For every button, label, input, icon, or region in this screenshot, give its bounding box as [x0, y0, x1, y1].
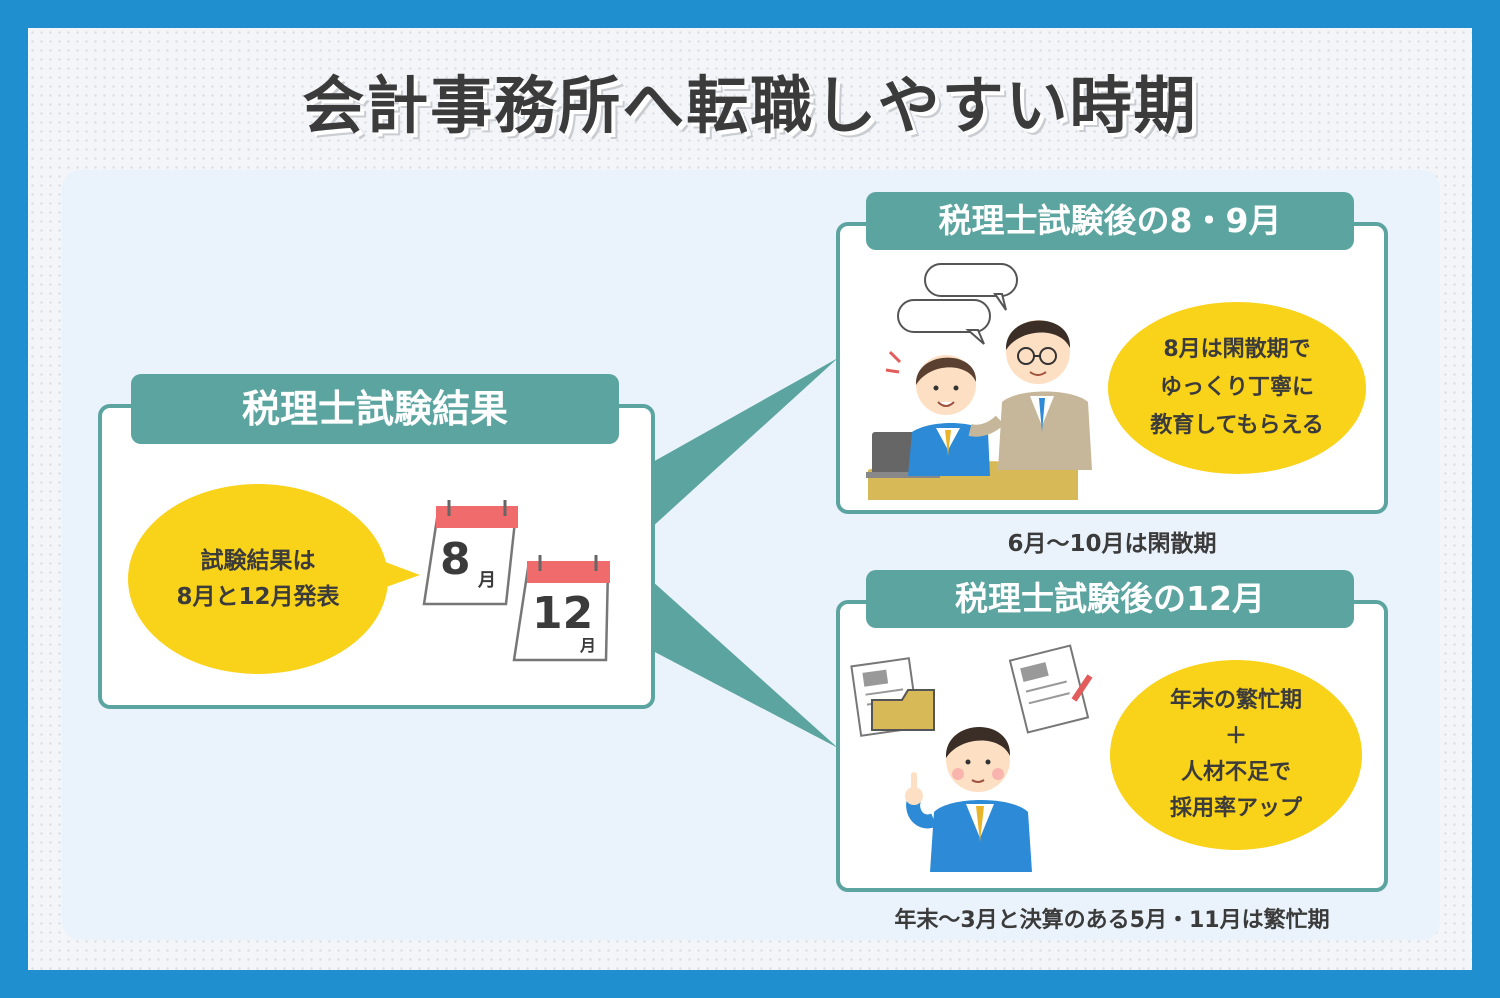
result-bubble-tail [378, 560, 420, 590]
calendar-aug-icon [422, 500, 518, 606]
calendar-dec-icon [512, 555, 610, 662]
senior-employee-icon [968, 320, 1092, 470]
result-bubble-line-2: 8月と12月発表 [176, 584, 340, 610]
period-dec-tab: 税理士試験後の12月 [866, 570, 1354, 628]
period-aug-sep-bubble: 8月は閑散期で ゆっくり丁寧に 教育してもらえる [1108, 302, 1366, 474]
calendar-dec-number: 12 [532, 588, 594, 639]
period-aug-sep-line-3: 教育してもらえる [1150, 413, 1324, 438]
period-dec-line-3: 人材不足で [1180, 760, 1291, 785]
page-title: 会計事務所へ転職しやすい時期 [302, 69, 1198, 142]
calendar-aug-number: 8 [440, 534, 471, 585]
period-aug-sep-line-2: ゆっくり丁寧に [1159, 375, 1314, 400]
speech-bubble-icon [897, 263, 1018, 345]
document-with-pen-icon [1008, 644, 1093, 734]
connector-lower [651, 580, 838, 748]
result-tab: 税理士試験結果 [131, 374, 619, 444]
connector-upper [651, 358, 838, 528]
period-dec-bubble: 年末の繁忙期 ＋ 人材不足で 採用率アップ [1110, 660, 1362, 850]
employee-pointing-icon [905, 726, 1032, 872]
period-dec-line-4: 採用率アップ [1169, 796, 1302, 821]
folder-icon [871, 689, 935, 731]
period-dec-line-2: ＋ [1224, 724, 1247, 749]
result-bubble-line-1: 試験結果は [200, 548, 316, 574]
period-dec-line-1: 年末の繁忙期 [1169, 688, 1302, 713]
result-bubble: 試験結果は 8月と12月発表 [128, 484, 388, 674]
period-aug-sep-tab: 税理士試験後の8・9月 [866, 192, 1354, 250]
period-aug-sep-line-1: 8月は閑散期で [1163, 337, 1311, 362]
junior-employee-icon [885, 350, 990, 476]
period-aug-sep-note: 6月〜10月は閑散期 [1007, 531, 1217, 557]
calendar-dec-unit: 月 [580, 636, 597, 655]
period-dec-note: 年末〜3月と決算のある5月・11月は繁忙期 [894, 908, 1330, 933]
calendar-aug-unit: 月 [478, 570, 496, 591]
